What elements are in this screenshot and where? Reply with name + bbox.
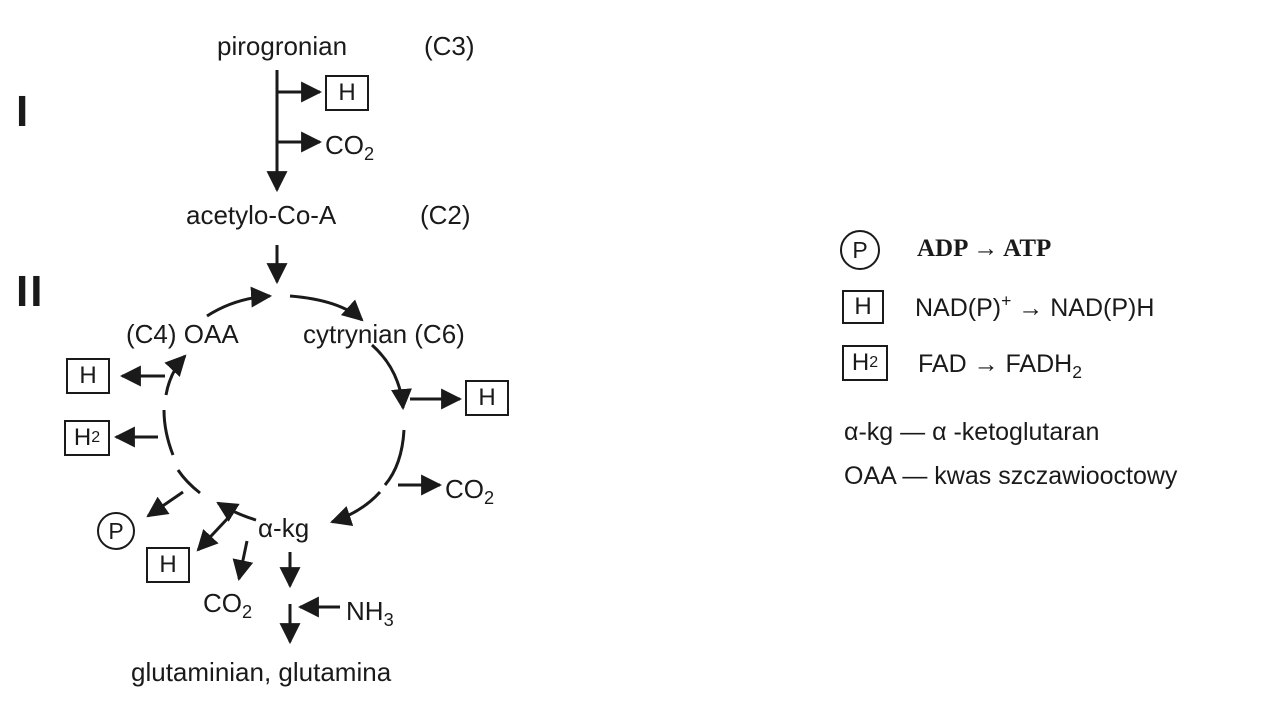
h-box-top: H — [325, 75, 369, 111]
acetyl-coa-label: acetylo-Co-A — [186, 200, 337, 230]
co2-label-right: CO2 — [445, 474, 494, 507]
p-circle-left-text: P — [108, 517, 124, 544]
legend-h-text: NAD(P)+ → NAD(P)H — [915, 292, 1155, 322]
legend-h-text-b: → NAD(P)H — [1011, 294, 1155, 322]
section-label-1: I — [16, 87, 31, 136]
co2-top-sub: 2 — [364, 144, 375, 165]
arrow-to-co2-bottom — [232, 540, 254, 582]
legend-h2-text-a: FAD → FADH — [918, 350, 1073, 378]
co2-bottom-sub: 2 — [242, 602, 253, 623]
cycle-arc-bottom-right — [330, 490, 382, 526]
h-box-bottom-text: H — [159, 551, 177, 578]
p-circle-left: P — [97, 512, 135, 550]
legend-h2-text-sub: 2 — [1072, 362, 1082, 382]
legend-oaa-line: OAA — kwas szczawiooctowy — [844, 462, 1178, 490]
citrate-label: cytrynian (C6) — [303, 319, 465, 349]
oaa-label: (C4) OAA — [126, 319, 239, 349]
h-box-right-text: H — [478, 384, 496, 411]
pyruvate-label: pirogronian — [217, 31, 348, 61]
akg-label: α-kg — [258, 513, 310, 543]
cycle-arc-top-right — [289, 294, 364, 322]
legend-h-text-a: NAD(P) — [915, 294, 1002, 322]
nh3-label: NH3 — [346, 596, 394, 629]
section-label-2: II — [16, 267, 45, 316]
co2-right-main: CO — [445, 474, 484, 504]
cycle-arc-left-3 — [164, 354, 187, 396]
glutamate-label: glutaminian, glutamina — [131, 657, 392, 687]
cycle-arc-top-left — [206, 286, 273, 318]
nh3-main: NH — [346, 596, 384, 626]
legend-akg-line: α-kg — α -ketoglutaran — [844, 418, 1100, 446]
pyruvate-carbon-label: (C3) — [424, 31, 475, 61]
co2-top-main: CO — [325, 130, 364, 160]
h-box-left: H — [66, 358, 110, 394]
legend-h-text-sup: + — [1001, 290, 1012, 311]
h2-left-main: H — [73, 424, 92, 451]
cycle-arc-right-2 — [383, 429, 406, 486]
cycle-arc-left-1 — [176, 469, 201, 495]
h-box-bottom: H — [146, 547, 190, 583]
h-box-left-text: H — [79, 362, 97, 389]
legend-p-icon: P — [840, 230, 880, 270]
co2-label-top: CO2 — [325, 130, 374, 163]
legend-p-text: ADP → ATP — [917, 235, 1052, 262]
acetyl-carbon-label: (C2) — [420, 200, 471, 230]
h-box-top-text: H — [338, 79, 356, 106]
co2-label-bottom: CO2 — [203, 588, 252, 621]
cycle-arc-left-2 — [162, 409, 175, 456]
nh3-sub: 3 — [383, 610, 394, 631]
legend-h2-text: FAD → FADH2 — [918, 350, 1082, 381]
legend-p-icon-text: P — [852, 236, 868, 263]
legend-h-icon-text: H — [854, 293, 872, 320]
h-box-right: H — [465, 380, 509, 416]
legend-h2-main: H — [851, 349, 870, 376]
legend-h-icon: H — [842, 290, 884, 324]
cycle-arc-right-1 — [371, 343, 412, 411]
co2-bottom-main: CO — [203, 588, 242, 618]
cycle-arc-bottom-left — [216, 501, 257, 522]
co2-right-sub: 2 — [484, 488, 495, 509]
arrow-to-h-bottom — [196, 516, 230, 552]
arrow-to-p-left — [146, 490, 184, 518]
